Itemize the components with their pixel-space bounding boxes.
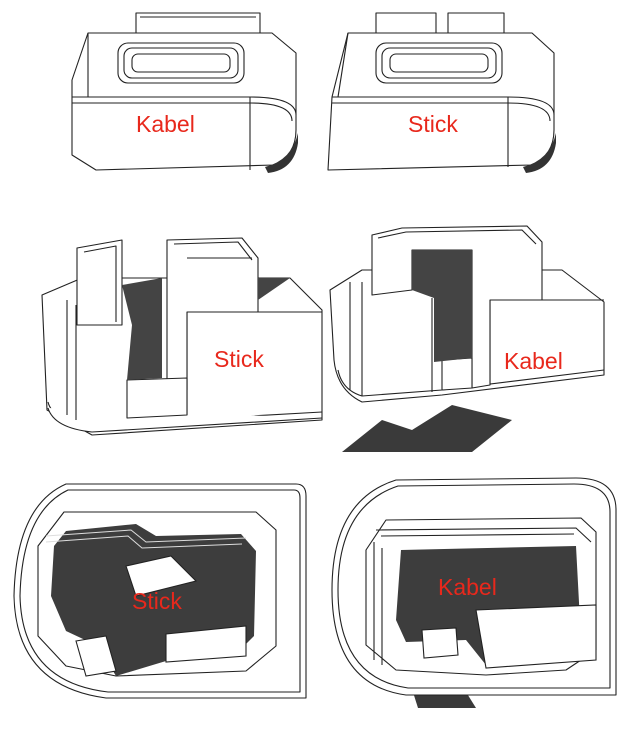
label-stick-top: Stick — [408, 111, 458, 137]
label-kabel-bottom: Kabel — [438, 574, 497, 600]
part-view-closed-kabel: Kabel — [60, 5, 310, 180]
part-drawing-open-stick — [41, 237, 323, 436]
part-view-open-kabel: Kabel — [322, 220, 612, 452]
label-stick-bottom: Stick — [132, 588, 182, 614]
part-view-top-stick: Stick — [6, 476, 310, 708]
part-view-open-stick: Stick — [32, 230, 324, 445]
part-drawing-open-kabel — [329, 225, 605, 452]
part-drawing-closed-stick — [327, 12, 556, 173]
label-stick-middle: Stick — [214, 346, 264, 372]
label-kabel-top: Kabel — [136, 111, 195, 137]
part-drawing-top-stick — [13, 483, 307, 699]
part-drawing-top-kabel — [331, 477, 617, 708]
part-drawing-closed-kabel — [71, 12, 298, 173]
part-view-top-kabel: Kabel — [326, 470, 618, 708]
label-kabel-middle: Kabel — [504, 348, 563, 374]
part-view-closed-stick: Stick — [318, 5, 568, 180]
